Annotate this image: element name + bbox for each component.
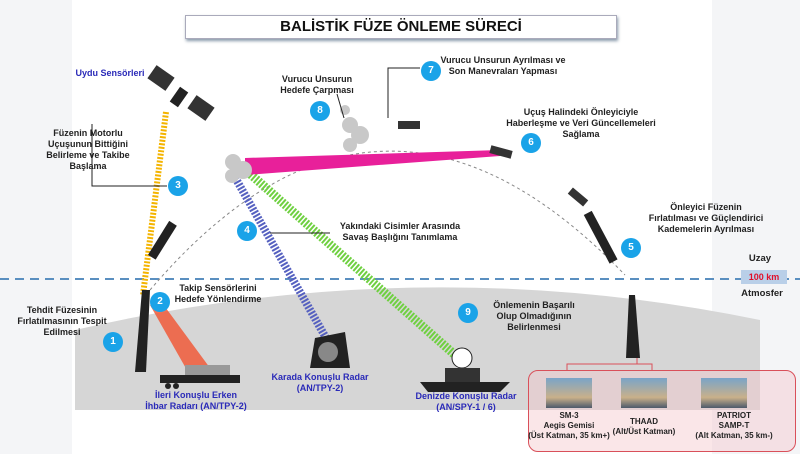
ship-radar-icon	[420, 347, 510, 392]
trajectory-arc	[149, 150, 626, 291]
kill-vehicle-icon-2	[489, 145, 513, 159]
thaad-caption: THAAD(Alt/Üst Katman)	[612, 417, 676, 436]
step-4-badge: 4	[237, 221, 257, 241]
threat-missile-icon	[148, 220, 177, 260]
step8-pointer	[336, 93, 345, 119]
explosion-cloud-icon	[225, 105, 369, 183]
kill-vehicle-icon-3	[567, 187, 589, 207]
thaad-image	[621, 378, 667, 408]
satellite-icon	[147, 65, 215, 121]
altitude-boundary-label: 100 km	[741, 270, 787, 284]
interceptor-launch-icon	[626, 295, 640, 358]
left-margin	[0, 0, 72, 454]
forward-radar-truck-icon	[160, 365, 240, 389]
land-radar-icon	[310, 332, 350, 368]
land-radar-label: Karada Konuşlu Radar(AN/TPY-2)	[271, 372, 369, 393]
page-title: BALİSTİK FÜZE ÖNLEME SÜRECİ	[185, 15, 617, 39]
step7-pointer	[387, 67, 420, 118]
threat-missile-launch-icon	[135, 290, 150, 372]
sea-radar-beam	[245, 168, 458, 359]
forward-radar-beam	[150, 300, 210, 372]
interceptor-missile-icon	[583, 210, 618, 264]
atmosphere-label: Atmosfer	[741, 288, 783, 299]
satellite-sensors-label: Uydu Sensörleri	[75, 68, 145, 78]
step-6-badge: 6	[521, 133, 541, 153]
patriot-image	[701, 378, 747, 408]
kill-vehicle-icon	[398, 121, 420, 129]
step-8-badge: 8	[310, 101, 330, 121]
step-5-badge: 5	[621, 238, 641, 258]
sm3-image	[546, 378, 592, 408]
step-1-badge: 1	[103, 332, 123, 352]
step-9-badge: 9	[458, 303, 478, 323]
land-radar-beam	[228, 170, 334, 347]
satellite-beam	[140, 111, 169, 296]
step-7-badge: 7	[421, 61, 441, 81]
step3-pointer	[91, 124, 167, 187]
step-2-badge: 2	[150, 292, 170, 312]
sea-radar-label: Denizde Konuşlu Radar(AN/SPY-1 / 6)	[415, 391, 517, 412]
step-3-badge: 3	[168, 176, 188, 196]
systems-bracket	[566, 363, 653, 370]
comm-beam	[245, 150, 500, 175]
space-label: Uzay	[748, 253, 772, 264]
